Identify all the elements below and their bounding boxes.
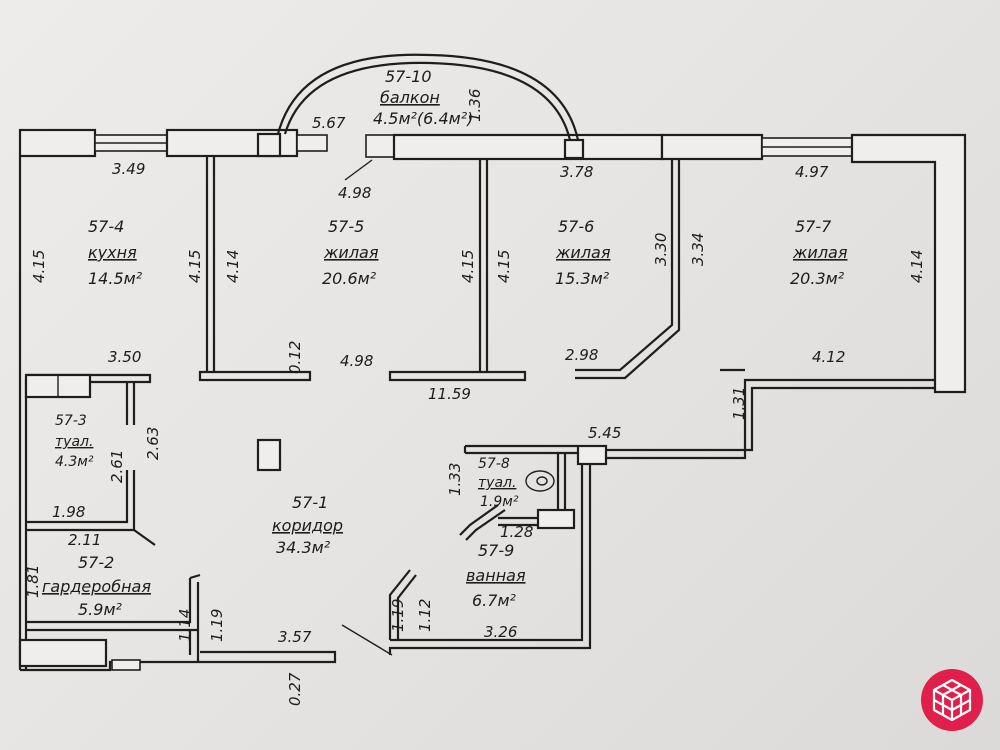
dim-label: 2.63 [144,427,162,460]
room-name: жилая [792,243,848,262]
room-name: балкон [380,88,440,107]
room-area: 4.3м² [55,454,94,470]
wall-segment [392,133,664,161]
dim-label: 2.11 [68,531,101,549]
dim-label: 1.98 [52,503,85,521]
dim-label: 3.26 [484,623,517,641]
room-name: кухня [88,243,137,262]
balcony-door-right [365,134,395,158]
dim-label: 4.15 [30,250,48,283]
balcony [276,53,580,141]
room-57-6: 57-6 жилая 15.3м² [555,217,611,288]
dimensions: 5.67 1.36 3.49 4.98 3.78 4.97 4.15 4.15 … [24,89,926,706]
room-name: жилая [555,243,611,262]
room-57-1: 57-1 коридор 34.3м² [272,493,343,557]
dim-label: 5.45 [588,424,621,442]
dim-label: 11.59 [428,385,471,403]
room-area: 5.9м² [78,600,123,619]
dim-label: 4.98 [338,184,371,202]
room-id: 57-2 [78,553,114,572]
dim-label: 4.98 [340,352,373,370]
dim-label: 4.14 [908,250,926,283]
dim-label: 1.12 [416,599,434,632]
wall-segment [18,128,97,158]
vent-shaft [536,508,576,530]
room-name: туал. [478,475,516,491]
room-57-9: 57-9 ванная 6.7м² [466,541,526,610]
corner-wall [850,133,967,394]
cube-logo-icon [921,669,983,731]
dim-label: 4.15 [459,250,477,283]
room-area: 34.3м² [276,538,331,557]
dim-label: 1.81 [24,565,42,598]
room-57-10: 57-10 балкон 4.5м²(6.4м²) [373,67,473,128]
room-name: ванная [466,566,526,585]
room-57-5: 57-5 жилая 20.6м² [322,217,379,288]
dim-label: 1.36 [466,89,484,122]
dim-label: 3.34 [689,233,707,266]
room-area: 15.3м² [555,269,610,288]
room-name: туал. [55,434,93,450]
dim-label: 3.50 [108,348,141,366]
room-labels: 57-10 балкон 4.5м²(6.4м²) 57-4 кухня 14.… [42,67,848,619]
dim-label: 2.98 [565,346,598,364]
room-name: коридор [272,516,343,535]
room-area: 20.6м² [322,269,377,288]
dim-label: 3.30 [652,233,670,266]
dim-label: 4.15 [186,250,204,283]
room-57-4: 57-4 кухня 14.5м² [88,217,143,288]
room-area: 4.5м²(6.4м²) [373,109,473,128]
dim-label: 1.19 [389,599,407,632]
wall-segment [18,638,108,668]
room-57-7: 57-7 жилая 20.3м² [790,217,848,288]
balcony-door [296,134,328,152]
room-57-2: 57-2 гардеробная 5.9м² [42,553,151,619]
room-id: 57-3 [55,413,87,429]
room-id: 57-9 [478,541,514,560]
dim-label: 0.27 [286,672,304,706]
interior-walls [24,156,745,662]
room-name: гардеробная [42,577,151,596]
room-area: 6.7м² [472,591,517,610]
room-area: 20.3м² [790,269,845,288]
room-id: 57-7 [795,217,832,236]
room-id: 57-8 [478,456,510,472]
dim-label: 4.14 [224,250,242,283]
room-id: 57-6 [558,217,594,236]
column [563,138,585,160]
room-area: 1.9м² [480,494,519,510]
wall-segment [660,133,764,161]
room-name: жилая [323,243,379,262]
vent [111,659,141,671]
room-57-3: 57-3 туал. 4.3м² [55,413,94,470]
dim-label: 4.97 [795,163,829,181]
dim-label: 5.67 [312,114,346,132]
outer-walls [18,128,967,672]
dim-label: 3.49 [112,160,145,178]
dim-label: 0.12 [286,341,304,374]
column [576,444,608,466]
room-id: 57-10 [385,67,432,86]
dim-label: 4.15 [495,250,513,283]
room-id: 57-1 [292,493,328,512]
dim-label: 3.57 [278,628,312,646]
dim-label: 3.78 [560,163,593,181]
dim-label: 4.12 [812,348,845,366]
room-57-8: 57-8 туал. 1.9м² [478,456,519,510]
dim-label: 1.14 [176,609,194,642]
room-id: 57-4 [88,217,124,236]
dim-label: 1.19 [208,609,226,642]
pillar [256,438,282,472]
dim-label: 1.28 [500,523,533,541]
dim-label: 2.61 [108,450,126,483]
dim-label: 1.33 [446,463,464,496]
dim-label: 1.31 [730,387,748,420]
column [256,132,282,158]
room-id: 57-5 [328,217,364,236]
room-area: 14.5м² [88,269,143,288]
